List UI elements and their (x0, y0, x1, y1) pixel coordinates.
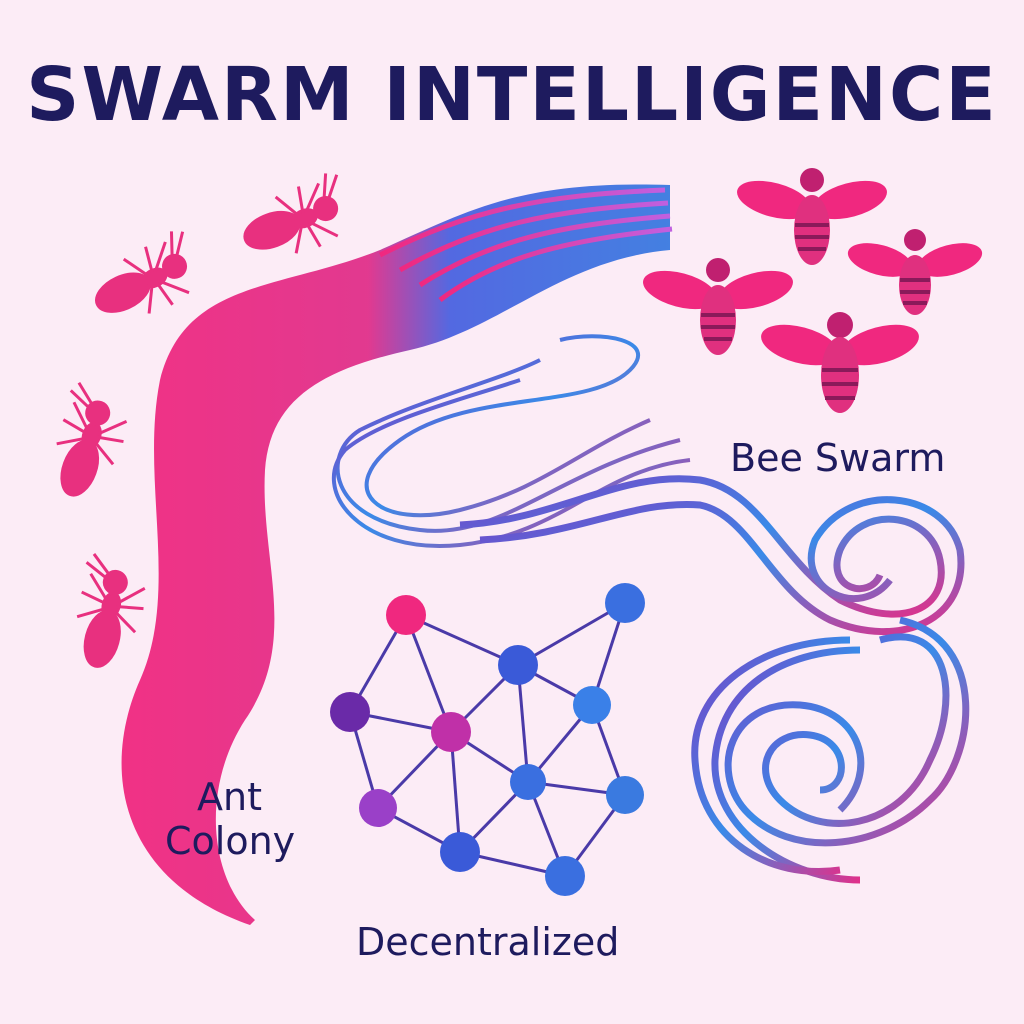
ant-icon (95, 231, 190, 314)
bee-icon (643, 258, 793, 355)
network-node (440, 832, 480, 872)
bee-icon (737, 168, 887, 265)
bee-icon (761, 312, 919, 413)
network-node (498, 645, 538, 685)
network-node (573, 686, 611, 724)
ant-colony-label-line2: Colony (165, 819, 296, 863)
ant-icon (76, 553, 146, 668)
network-node (386, 595, 426, 635)
network-node (606, 776, 644, 814)
wavy-lines (332, 334, 691, 549)
network-node (359, 789, 397, 827)
page-title: SWARM INTELLIGENCE (26, 52, 998, 138)
network-node (510, 764, 546, 800)
ant-icon (56, 381, 128, 497)
ant-icon (243, 173, 339, 254)
bees (643, 168, 983, 413)
decentralized-label: Decentralized (356, 920, 620, 964)
network-node (545, 856, 585, 896)
bee-icon (847, 229, 983, 315)
bee-swarm-label: Bee Swarm (730, 436, 946, 480)
network-node (605, 583, 645, 623)
ants (56, 173, 339, 668)
spiral (459, 475, 970, 884)
flow-ribbon (121, 184, 673, 925)
network-node (431, 712, 471, 752)
network-graph (330, 583, 645, 896)
network-node (330, 692, 370, 732)
ant-colony-label-line1: Ant (197, 775, 262, 819)
ant-colony-label: Ant Colony (165, 775, 295, 863)
